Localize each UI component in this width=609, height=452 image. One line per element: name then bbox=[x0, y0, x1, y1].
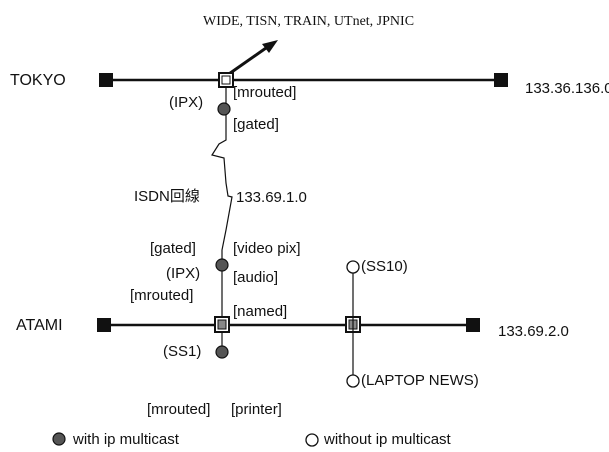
atami-right-terminator bbox=[466, 318, 480, 332]
atami-ipx-node-icon bbox=[215, 258, 229, 272]
isdn-line bbox=[211, 108, 233, 265]
tokyo-ipx-label: (IPX) bbox=[169, 94, 204, 111]
atami-ipx-label: (IPX) bbox=[166, 265, 201, 282]
arrow-head-icon bbox=[262, 40, 278, 53]
ss10-node-icon bbox=[346, 260, 360, 274]
legend-without-multicast: without ip multicast bbox=[324, 431, 451, 448]
legend-with-multicast: with ip multicast bbox=[73, 431, 179, 448]
tokyo-left-terminator bbox=[99, 73, 113, 87]
tokyo-site-label: TOKYO bbox=[10, 72, 66, 89]
legend-filled-node-icon bbox=[52, 432, 66, 446]
isdn-label: ISDN回線 bbox=[134, 188, 200, 205]
atami-named-label: [named] bbox=[233, 303, 288, 320]
atami-audio-label: [audio] bbox=[233, 269, 279, 286]
tokyo-router-icon bbox=[218, 72, 234, 88]
atami-gated-label: [gated] bbox=[150, 240, 196, 257]
external-link-arrow bbox=[225, 46, 267, 78]
atami-mrouted-label: [mrouted] bbox=[130, 287, 194, 304]
atami-network-address: 133.69.2.0 bbox=[498, 323, 569, 340]
tokyo-ipx-node-icon bbox=[217, 102, 231, 116]
external-networks-label: WIDE, TISN, TRAIN, UTnet, JPNIC bbox=[203, 14, 415, 29]
ss1-printer-label: [printer] bbox=[231, 401, 282, 418]
legend-hollow-node-icon bbox=[305, 433, 319, 447]
laptop-node-icon bbox=[346, 374, 360, 388]
tokyo-mrouted-label: [mrouted] bbox=[233, 84, 297, 101]
atami-left-terminator bbox=[97, 318, 111, 332]
atami-site-label: ATAMI bbox=[16, 317, 63, 334]
ss1-mrouted-label: [mrouted] bbox=[147, 401, 211, 418]
tokyo-network-address: 133.36.136.0 bbox=[525, 80, 609, 97]
tokyo-right-terminator bbox=[494, 73, 508, 87]
atami-router-1-inner bbox=[217, 319, 227, 330]
tokyo-router-inner bbox=[221, 75, 231, 85]
isdn-network-address: 133.69.1.0 bbox=[236, 189, 307, 206]
ss10-label: (SS10) bbox=[361, 258, 408, 275]
laptop-label: (LAPTOP NEWS) bbox=[361, 372, 479, 389]
atami-video-pix-label: [video pix] bbox=[233, 240, 301, 257]
ss1-label: (SS1) bbox=[163, 343, 202, 360]
tokyo-gated-label: [gated] bbox=[233, 116, 279, 133]
ss1-node-icon bbox=[215, 345, 229, 359]
